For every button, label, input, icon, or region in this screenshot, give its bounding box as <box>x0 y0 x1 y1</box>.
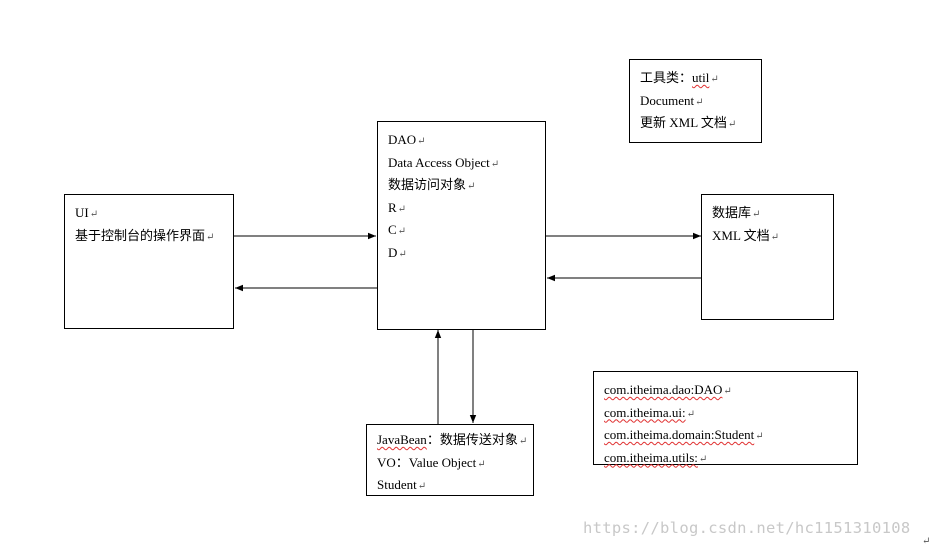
packages-box-line: com.itheima.domain:Student↵ <box>604 427 764 442</box>
database-box-line: 数据库↵ <box>712 205 761 220</box>
packages-box: com.itheima.dao:DAO↵ com.itheima.ui:↵ co… <box>593 371 858 465</box>
javabean-box-line: VO：Value Object↵ <box>377 454 486 470</box>
dao-box: DAO↵ Data Access Object↵ 数据访问对象↵ R↵ C↵ D… <box>377 121 546 330</box>
tools-box: 工具类：util↵ Document↵ 更新 XML 文档↵ <box>629 59 762 143</box>
dao-box-line: R↵ <box>388 199 407 215</box>
javabean-box-line: Student↵ <box>377 477 427 492</box>
dao-box-line: D↵ <box>388 244 407 260</box>
database-box: 数据库↵ XML 文档↵ <box>701 194 834 320</box>
dao-box-line: 数据访问对象↵ <box>388 177 476 192</box>
packages-box-line: com.itheima.dao:DAO↵ <box>604 382 732 397</box>
javabean-box-line: JavaBean：数据传送对象↵ <box>377 432 528 447</box>
watermark: https://blog.csdn.net/hc1151310108 <box>583 519 911 537</box>
dao-box-line: DAO↵ <box>388 132 426 147</box>
tools-box-line: 更新 XML 文档↵ <box>640 115 737 130</box>
dao-box-line: Data Access Object↵ <box>388 154 500 170</box>
tools-box-line: 工具类：util↵ <box>640 70 719 85</box>
packages-box-line: com.itheima.ui:↵ <box>604 404 695 420</box>
ui-box-line: UI↵ <box>75 205 99 220</box>
dao-box-line: C↵ <box>388 222 407 237</box>
end-paragraph-mark: ↵ <box>922 536 931 547</box>
packages-box-line: com.itheima.utils:↵ <box>604 449 708 465</box>
tools-box-line: Document↵ <box>640 92 704 108</box>
ui-box-line: 基于控制台的操作界面↵ <box>75 227 215 243</box>
javabean-box: JavaBean：数据传送对象↵ VO：Value Object↵ Studen… <box>366 424 534 496</box>
ui-box: UI↵ 基于控制台的操作界面↵ <box>64 194 234 329</box>
database-box-line: XML 文档↵ <box>712 227 780 243</box>
